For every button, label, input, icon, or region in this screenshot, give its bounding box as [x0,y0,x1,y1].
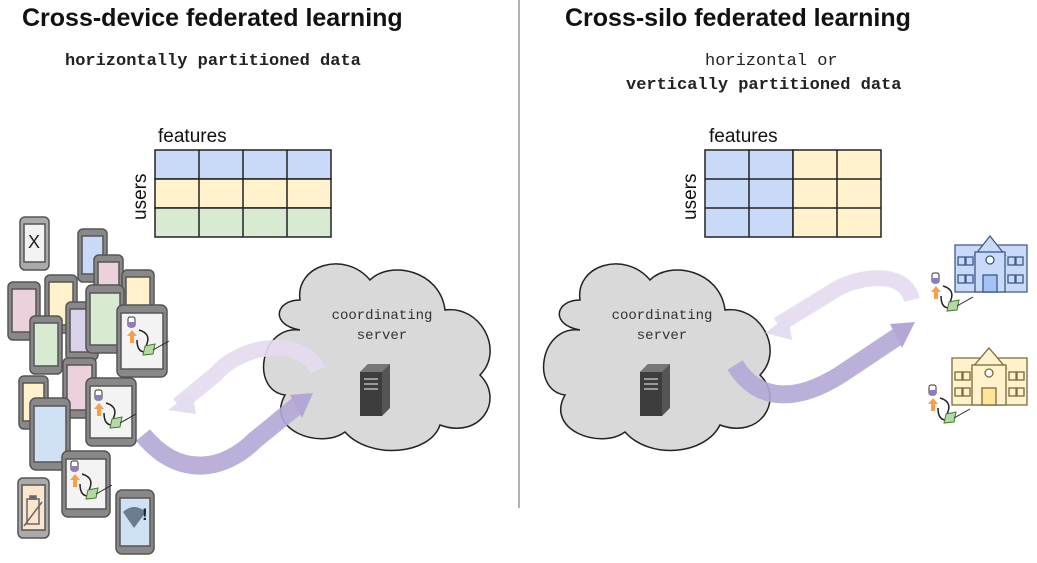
right-server-label-line2: server [636,328,688,344]
phone-blue-large [29,397,71,471]
right-download-arrowhead [890,322,915,348]
weak-signal-icon [123,507,146,528]
right-panel-subtitle-line2: vertically partitioned data [626,76,902,95]
left-server-icon [360,364,390,416]
right-panel-title: Cross-silo federated learning [565,4,911,32]
building-yellow [951,346,1028,406]
low-battery-icon [23,495,43,527]
phone-offline [19,216,50,271]
phone-green-a [29,315,63,375]
right-server-label-line1: coordinating [611,308,713,324]
left-download-arrow [136,398,304,475]
building-blue [954,234,1028,293]
right-server-icon [640,364,670,416]
left-server-label-line1: coordinating [331,308,433,324]
weak-signal-glyph: ! [142,505,148,524]
phone-training-3 [61,450,111,518]
phone-pink-a [7,281,41,341]
right-cloud [542,263,771,452]
phone-training-2 [85,377,137,447]
left-server-label-line2: server [356,328,408,344]
left-panel-title: Cross-device federated learning [22,4,403,32]
left-panel-subtitle: horizontally partitioned data [65,52,361,71]
left-data-table [154,149,332,238]
left-upload-arrow-light [172,339,326,412]
right-data-table [704,149,882,238]
left-table-features-label: features [158,126,227,147]
right-table-features-label: features [709,126,778,147]
offline-x-glyph: X [27,232,40,252]
phone-training-1 [116,304,168,378]
phone-low-battery [17,477,50,539]
left-upload-arrowhead-light [168,392,196,414]
right-panel-subtitle-line1: horizontal or [705,52,838,71]
phone-green-b [85,284,125,354]
right-upload-arrow-light [773,270,920,332]
right-upload-arrowhead-light [765,316,792,340]
right-download-arrow [727,327,905,404]
left-download-arrowhead [290,393,313,418]
